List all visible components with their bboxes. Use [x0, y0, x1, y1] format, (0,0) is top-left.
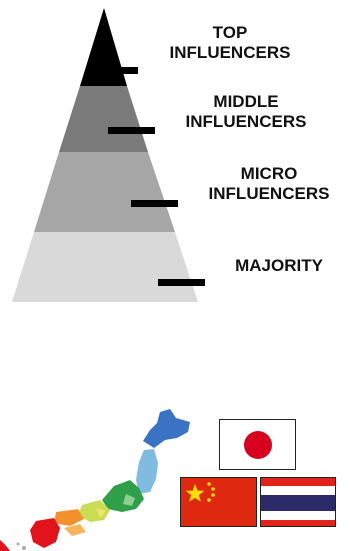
pyramid-tier-middle: [59, 86, 148, 152]
label-majority: MAJORITY: [213, 256, 345, 276]
pyramid-tier-micro: [34, 152, 175, 232]
label-middle-line1: MIDDLE: [213, 92, 279, 111]
label-top-line2: INFLUENCERS: [169, 43, 291, 62]
label-top-line1: TOP: [212, 23, 248, 42]
label-micro-line2: INFLUENCERS: [208, 184, 330, 203]
label-middle-line2: INFLUENCERS: [185, 112, 307, 131]
red-arc-decoration: [0, 540, 10, 551]
pyramid-tier-majority: [12, 232, 198, 302]
label-middle-influencers: MIDDLE INFLUENCERS: [166, 92, 326, 132]
china-flag-icon: [180, 477, 257, 527]
japan-map-icon: [16, 409, 190, 550]
connector-micro: [131, 200, 178, 207]
label-majority-line1: MAJORITY: [235, 256, 323, 275]
connector-majority: [158, 279, 205, 286]
label-micro-line1: MICRO: [240, 164, 298, 183]
pyramid-tier-top: [80, 8, 127, 86]
connector-top: [112, 67, 138, 74]
label-top-influencers: TOP INFLUENCERS: [150, 23, 310, 63]
label-micro-influencers: MICRO INFLUENCERS: [189, 164, 349, 204]
thailand-flag-icon: [260, 477, 336, 527]
japan-flag-icon: [219, 419, 296, 470]
connector-middle: [108, 127, 155, 134]
